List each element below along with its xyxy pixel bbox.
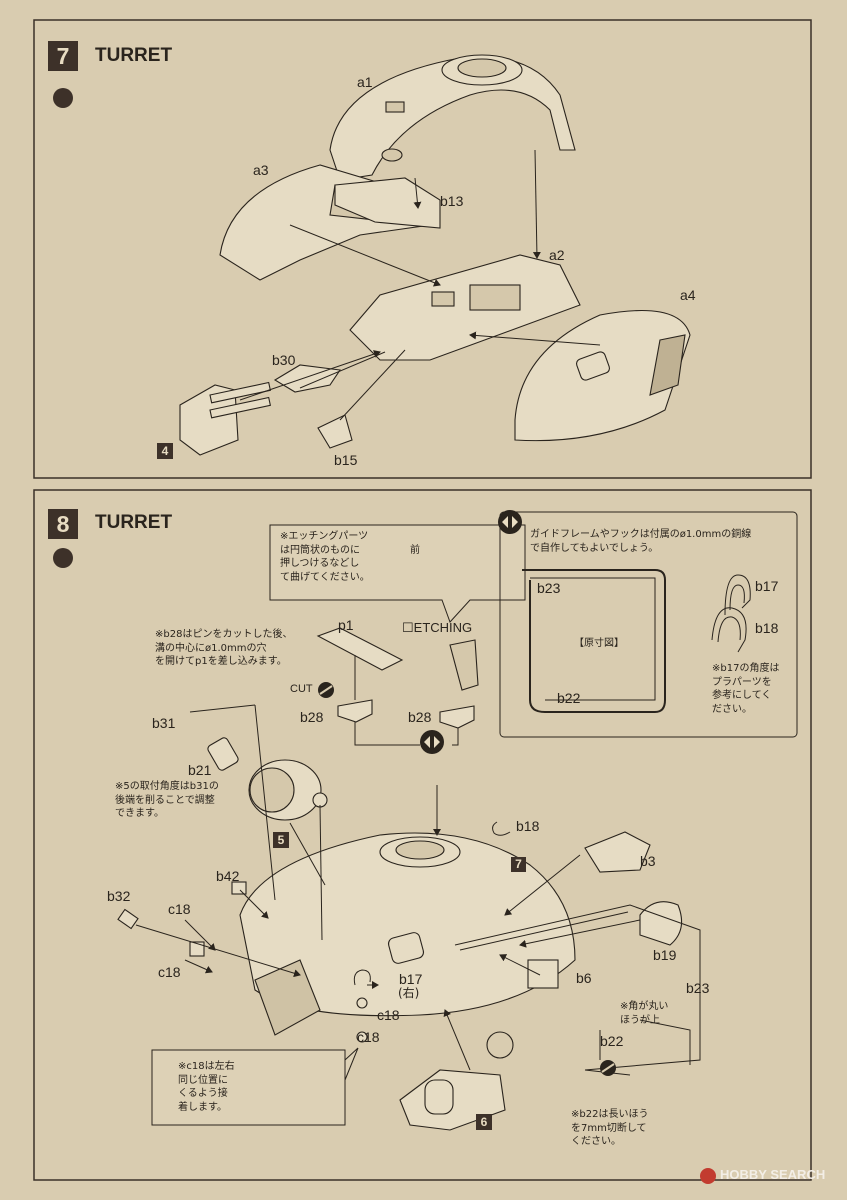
label-box-b22: b22 [557,690,581,706]
c18-callout [151,1047,359,1126]
part-b28-right [439,705,475,729]
sub-assembly-ref-6: 6 [476,1114,492,1130]
right-mark: (右) [398,986,420,1000]
label-b28-right: b28 [408,709,432,725]
c18-note: ※c18は左右 同じ位置に くるよう接 着します。 [178,1061,235,1113]
label-a2: a2 [549,247,565,263]
label-b18: b18 [516,818,540,834]
label-a4: a4 [680,287,696,303]
label-b13: b13 [440,193,464,209]
step8-number: 8 [48,509,78,539]
part-a1 [329,56,576,181]
part-c18-bracket [189,941,205,957]
sub-assembly-ref-5: 5 [273,832,289,848]
label-b28-left: b28 [300,709,324,725]
part-turret-assembled [239,832,576,1017]
label-b42: b42 [216,868,240,884]
assembly-type-icon [53,548,73,568]
watermark-logo-icon [700,1168,716,1184]
label-box-b23: b23 [537,580,561,596]
part-b15 [317,414,353,449]
label-b19: b19 [653,947,677,963]
assembly-type-icon [53,88,73,108]
swap-icon-group [420,510,522,754]
label-b3: b3 [640,853,656,869]
sub-assembly-ref-4: 4 [157,443,173,459]
label-b15: b15 [334,452,358,468]
etching-label: ☐ETCHING [402,620,473,635]
part-a4 [514,309,691,442]
part-a2 [349,254,581,361]
step7-number: 7 [48,41,78,71]
part-b13 [334,177,441,229]
b28-note: ※b28はピンをカットした後、 溝の中心にø1.0mmの穴 を開けてp1を差し込… [155,629,293,667]
label-b21: b21 [188,762,212,778]
step8-title: TURRET [95,512,173,533]
label-b17: b17 [399,971,423,987]
front-label: 前 [410,545,420,556]
label-b6: b6 [576,970,592,986]
label-b32: b32 [107,888,131,904]
b22-note: ※b22は長いほう を7mm切断して ください。 [571,1109,649,1147]
label-box-b17: b17 [755,578,779,594]
label-c18-c: c18 [377,1007,400,1023]
cut-icon-group [318,682,616,1076]
part-b19 [639,901,683,946]
etching-note: ※エッチングパーツ は円筒状のものに 押しつけるなどし て曲げてください。 [280,531,370,583]
part-b28-left [337,699,373,723]
cut-label: CUT [290,683,313,695]
actual-size-label: 【原寸図】 [574,638,624,649]
part-b42 [231,881,247,895]
step7-frame [33,19,812,479]
mount-note: ※5の取付角度はb31の 後端を削ることで調整 できます。 [115,781,219,819]
sub-assembly-ref-7: 7 [511,857,526,872]
label-b23: b23 [686,980,710,996]
step8-frame [33,489,812,1181]
part-b3 [584,831,651,873]
label-c18-a: c18 [168,901,191,917]
part-b32 [117,908,139,930]
part-b6 [527,959,559,989]
label-box-b18: b18 [755,620,779,636]
label-c18-b: c18 [158,964,181,980]
label-b30: b30 [272,352,296,368]
label-a1: a1 [357,74,373,90]
label-p1: p1 [338,617,354,633]
b17-note: ※b17の角度は プラパーツを 参考にしてく ださい。 [712,663,780,715]
guide-note: ガイドフレームやフックは付属のø1.0mmの銅線 で自作してもよいでしょう。 [530,529,752,554]
label-b31: b31 [152,715,176,731]
label-b22: b22 [600,1033,624,1049]
corner-note: ※角が丸い ほうが上 [620,1001,669,1026]
part-sub4 [179,384,239,456]
part-p1 [316,627,404,671]
part-etching [449,639,479,691]
step7-title: TURRET [95,45,173,66]
part-b21 [207,737,239,771]
label-c18-d: c18 [357,1029,380,1045]
label-a3: a3 [253,162,269,178]
watermark-text: HOBBY SEARCH [720,1167,826,1182]
